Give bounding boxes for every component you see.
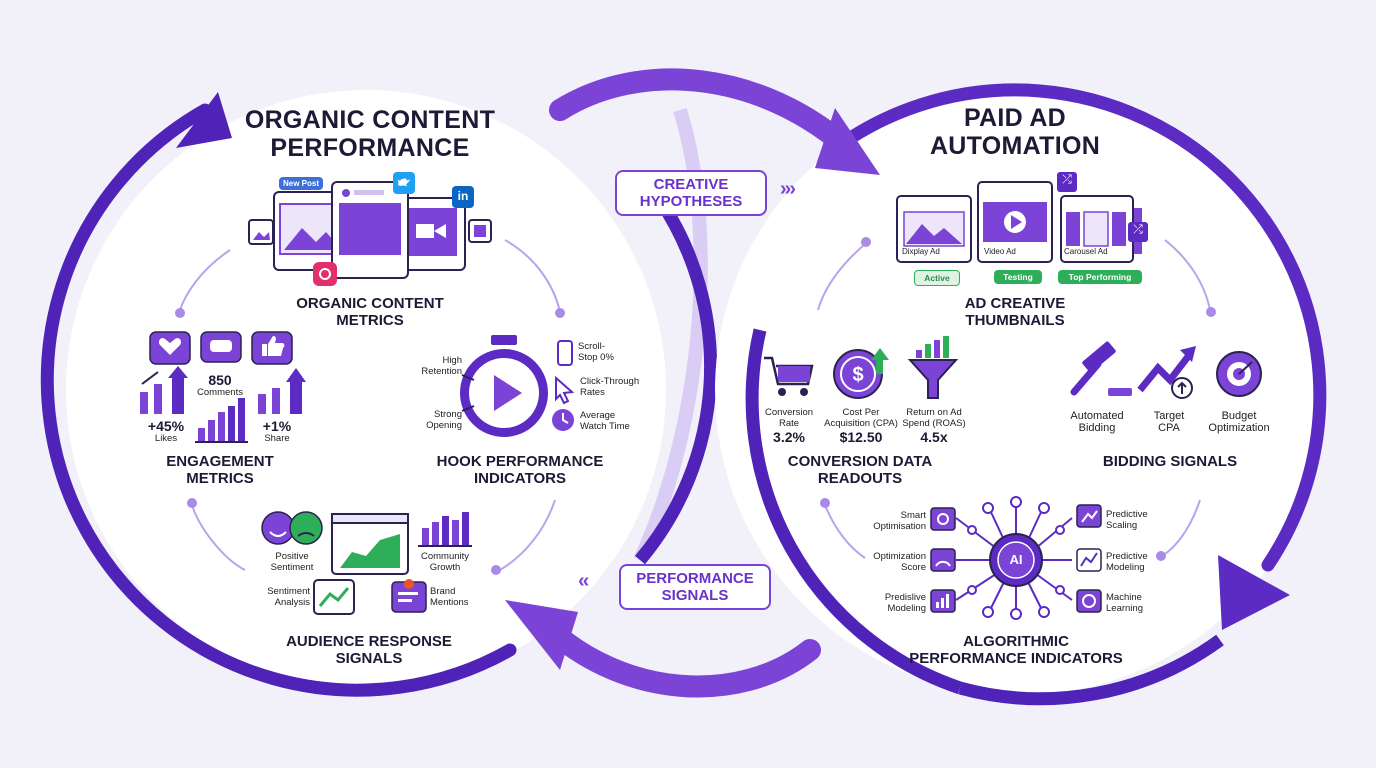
organic-title-line2: PERFORMANCE: [270, 134, 470, 162]
likes-label: Likes: [154, 433, 178, 444]
shuffle-icon-2: ⤮: [1133, 222, 1143, 236]
organic-title: ORGANIC CONTENT PERFORMANCE: [210, 106, 530, 162]
chevron-right-icon: ›››: [780, 178, 796, 200]
ad-creative-title: AD CREATIVE THUMBNAILS: [964, 295, 1066, 329]
comments-label: Comments: [197, 387, 243, 398]
paid-title-line2: AUTOMATION: [929, 132, 1101, 160]
scroll-stop-label: Scroll- Stop 0%: [578, 341, 614, 363]
machine-learning-label: Machine Learning: [1106, 592, 1143, 614]
right-ring-bottom-arc: [958, 634, 1224, 706]
algorithmic-title: ALGORITHMIC PERFORMANCE INDICATORS: [909, 633, 1123, 667]
predictive-scaling-label: Predictive Scaling: [1106, 509, 1148, 531]
right-inner-arc-4: [1161, 499, 1201, 557]
right-ring-left-arc: [745, 328, 963, 695]
top-connector: [549, 68, 861, 161]
likes-value: +45%: [147, 418, 185, 434]
share-value: +1%: [262, 418, 292, 434]
linkedin-icon: in: [457, 189, 469, 203]
smart-optimisation-label: Smart Optimisation: [873, 510, 926, 532]
sentiment-analysis-label: Sentiment Analysis: [267, 586, 310, 608]
new-post-badge: New Post: [279, 177, 324, 190]
brand-mentions-label: Brand Mentions: [430, 586, 469, 608]
top-connector-arrowhead: [815, 108, 880, 175]
left-inner-arc-4: [499, 499, 556, 571]
bottom-connector-arrowhead: [505, 600, 578, 670]
cpa-value: $12.50: [839, 429, 883, 445]
top-performing-badge: Top Performing: [1058, 270, 1142, 284]
comments-value: 850: [208, 372, 232, 388]
engagement-illustration: [140, 331, 306, 443]
left-inner-arc-3: [191, 504, 246, 571]
optimization-score-label: Optimization Score: [873, 551, 926, 573]
right-circle-ring: [833, 83, 1327, 572]
roas-label: Return on Ad Spend (ROAS): [902, 407, 966, 429]
watch-time-label: Average Watch Time: [580, 410, 630, 432]
ai-chip-icon: AI: [1009, 552, 1023, 567]
left-circle-fill: [66, 90, 666, 690]
twitter-icon: t: [403, 175, 407, 189]
engagement-title: ENGAGEMENT METRICS: [166, 453, 274, 487]
stopwatch-illustration: [460, 335, 575, 437]
conversion-illustration: $: [764, 336, 959, 399]
audience-title: AUDIENCE RESPONSE SIGNALS: [286, 633, 452, 667]
roas-value: 4.5x: [920, 429, 948, 445]
chevron-left-icon: ‹‹: [578, 570, 589, 592]
active-badge: Active: [914, 270, 960, 286]
right-inner-arc-1: [817, 239, 871, 311]
organic-title-line1: ORGANIC CONTENT: [244, 106, 496, 134]
left-ring-arrowhead: [176, 92, 232, 148]
strong-opening-label: Strong Opening: [426, 409, 462, 431]
ctr-label: Click-Through Rates: [580, 376, 640, 398]
svg-text:$: $: [852, 364, 863, 386]
high-retention-label: High Retention: [421, 355, 462, 377]
audience-illustration: [261, 511, 472, 615]
positive-sentiment-label: Positive Sentiment: [270, 551, 314, 573]
predictive-modeling-label: Predictive Modeling: [1106, 551, 1148, 573]
creative-hypotheses-pill: CREATIVE HYPOTHESES: [615, 170, 767, 216]
performance-signals-pill: PERFORMANCE SIGNALS: [619, 564, 771, 610]
shuffle-icon: ⤮: [1062, 172, 1072, 186]
cpa-label: Cost Per Acquisition (CPA): [824, 407, 898, 429]
paid-title: PAID AD AUTOMATION: [880, 104, 1150, 160]
automated-bidding-label: Automated Bidding: [1070, 410, 1124, 434]
predisive-modeling-label: Predislive Modeling: [884, 592, 926, 614]
center-back-arc: [633, 107, 708, 563]
paid-title-line1: PAID AD: [963, 104, 1067, 132]
ad-thumbnails-illustration: [896, 172, 1148, 263]
left-inner-arc-2: [504, 239, 561, 313]
organic-posts-illustration: [248, 172, 492, 286]
share-label: Share: [264, 433, 290, 444]
hook-title: HOOK PERFORMANCE INDICATORS: [436, 453, 604, 487]
target-cpa-label: Target CPA: [1153, 410, 1185, 434]
carousel-ad-label: Carousel Ad: [1064, 247, 1108, 256]
testing-badge: Testing: [994, 270, 1042, 284]
video-ad-label: Video Ad: [984, 247, 1016, 256]
right-inner-arc-3: [824, 504, 866, 559]
left-ring-right-arc: [635, 196, 718, 565]
organic-metrics-title: ORGANIC CONTENT METRICS: [296, 295, 444, 329]
community-growth-label: Community Growth: [420, 551, 470, 573]
right-inner-arc-2: [1164, 239, 1211, 311]
conversion-title: CONVERSION DATA READOUTS: [787, 453, 933, 487]
conversion-rate-value: 3.2%: [773, 429, 805, 445]
bidding-illustration: [1070, 341, 1262, 399]
conversion-rate-label: Conversion Rate: [764, 407, 814, 429]
ai-hub-illustration: [930, 496, 1102, 620]
bottom-connector: [529, 609, 821, 698]
right-ring-arrowhead: [1218, 555, 1290, 630]
bidding-title: BIDDING SIGNALS: [1102, 453, 1238, 470]
left-inner-arc-1: [179, 249, 231, 311]
budget-optimization-label: Budget Optimization: [1208, 410, 1270, 434]
display-ad-label: Dixplay Ad: [902, 247, 940, 256]
left-circle-ring: [40, 103, 517, 697]
